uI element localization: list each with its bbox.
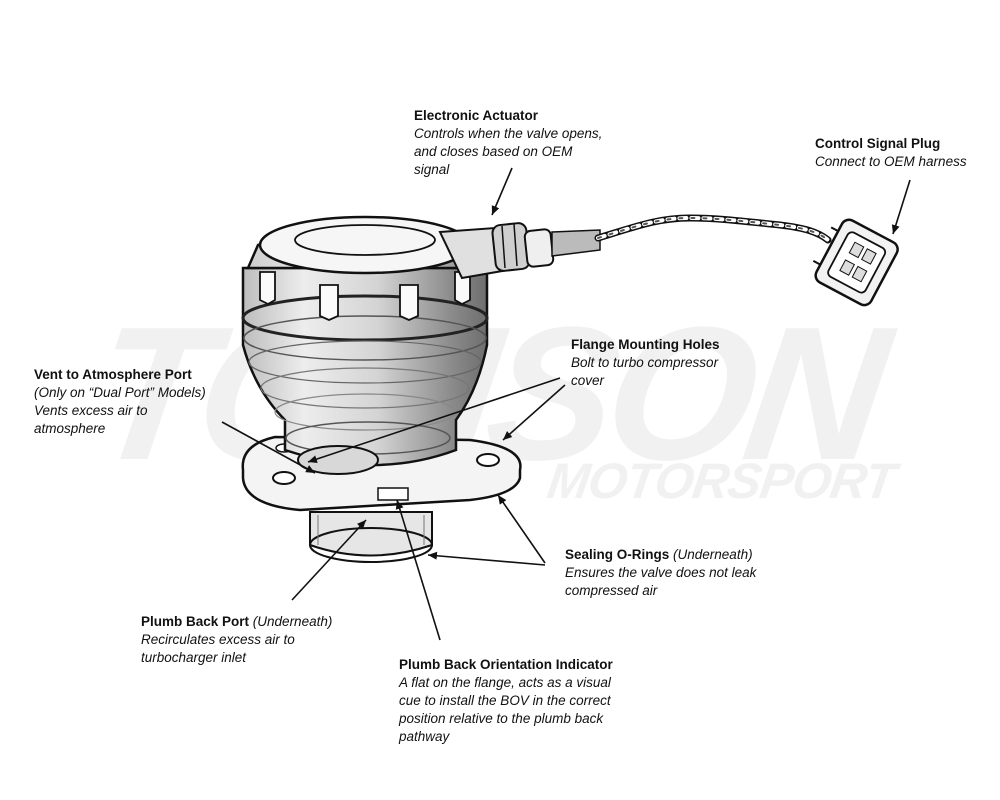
callout-electronic-actuator: Electronic Actuator Controls when the va… [414, 107, 602, 179]
callout-plumb-back-orientation: Plumb Back Orientation Indicator A flat … [399, 656, 613, 746]
plumb-back-port-cylinder [309, 511, 433, 563]
arrow-control-signal-plug [891, 179, 911, 235]
callout-flange-mounting-holes: Flange Mounting Holes Bolt to turbo comp… [571, 336, 720, 390]
arrow-sealing-o-rings-upper [497, 494, 546, 564]
callout-desc-line: Controls when the valve opens, [414, 126, 603, 141]
callout-title: Plumb Back Orientation Indicator [399, 657, 613, 672]
arrow-flange-holes-left [307, 377, 561, 463]
callout-desc-line: Bolt to turbo compressor [571, 355, 719, 370]
callout-sealing-o-rings: Sealing O-Rings (Underneath) Ensures the… [565, 546, 756, 600]
callout-plumb-back-port: Plumb Back Port (Underneath) Recirculate… [141, 613, 332, 667]
callout-vent-to-atmosphere: Vent to Atmosphere Port (Only on “Dual P… [34, 366, 206, 438]
callout-desc-line: pathway [399, 729, 450, 744]
arrow-orientation-indicator [395, 499, 441, 641]
valve-body [241, 215, 489, 475]
callout-title: Electronic Actuator [414, 108, 539, 123]
arrow-plumb-back-port [291, 519, 367, 601]
callout-desc-line: Recirculates excess air to [141, 632, 295, 647]
callout-title: Plumb Back Port [141, 614, 250, 629]
callout-title: Sealing O-Rings [565, 547, 670, 562]
callout-note: (Underneath) [673, 547, 753, 562]
vent-port-opening [297, 445, 379, 475]
callout-title: Flange Mounting Holes [571, 337, 720, 352]
callout-desc-line: Ensures the valve does not leak [565, 565, 757, 580]
callout-desc-line: cover [571, 373, 605, 388]
wire-harness [594, 214, 832, 244]
callout-desc-line: atmosphere [34, 421, 106, 436]
arrow-vent-port [221, 421, 316, 474]
callout-desc-line: A flat on the flange, acts as a visual [399, 675, 611, 690]
callout-desc-line: Vents excess air to [34, 403, 148, 418]
callout-desc-line: turbocharger inlet [141, 650, 247, 665]
callout-note: (Underneath) [252, 614, 333, 629]
control-signal-plug [812, 218, 899, 307]
arrow-sealing-o-rings-lower [427, 551, 546, 566]
orientation-flat-indicator [377, 487, 409, 501]
callout-desc-line: and closes based on OEM [414, 144, 573, 159]
callout-desc-line: position relative to the plumb back [399, 711, 604, 726]
callout-desc-line: Connect to OEM harness [815, 154, 967, 169]
arrow-flange-holes-right [502, 384, 566, 441]
electronic-actuator [438, 222, 601, 280]
arrow-electronic-actuator [491, 167, 513, 216]
callout-title: Vent to Atmosphere Port [34, 367, 192, 382]
leader-arrows [221, 167, 911, 641]
callout-desc-line: cue to install the BOV in the correct [399, 693, 611, 708]
callout-control-signal-plug: Control Signal Plug Connect to OEM harne… [815, 135, 967, 171]
callout-desc-line: compressed air [565, 583, 658, 598]
callout-desc-line: signal [414, 162, 450, 177]
callout-desc-line: (Only on “Dual Port” Models) [34, 385, 206, 400]
callout-title: Control Signal Plug [815, 136, 941, 151]
